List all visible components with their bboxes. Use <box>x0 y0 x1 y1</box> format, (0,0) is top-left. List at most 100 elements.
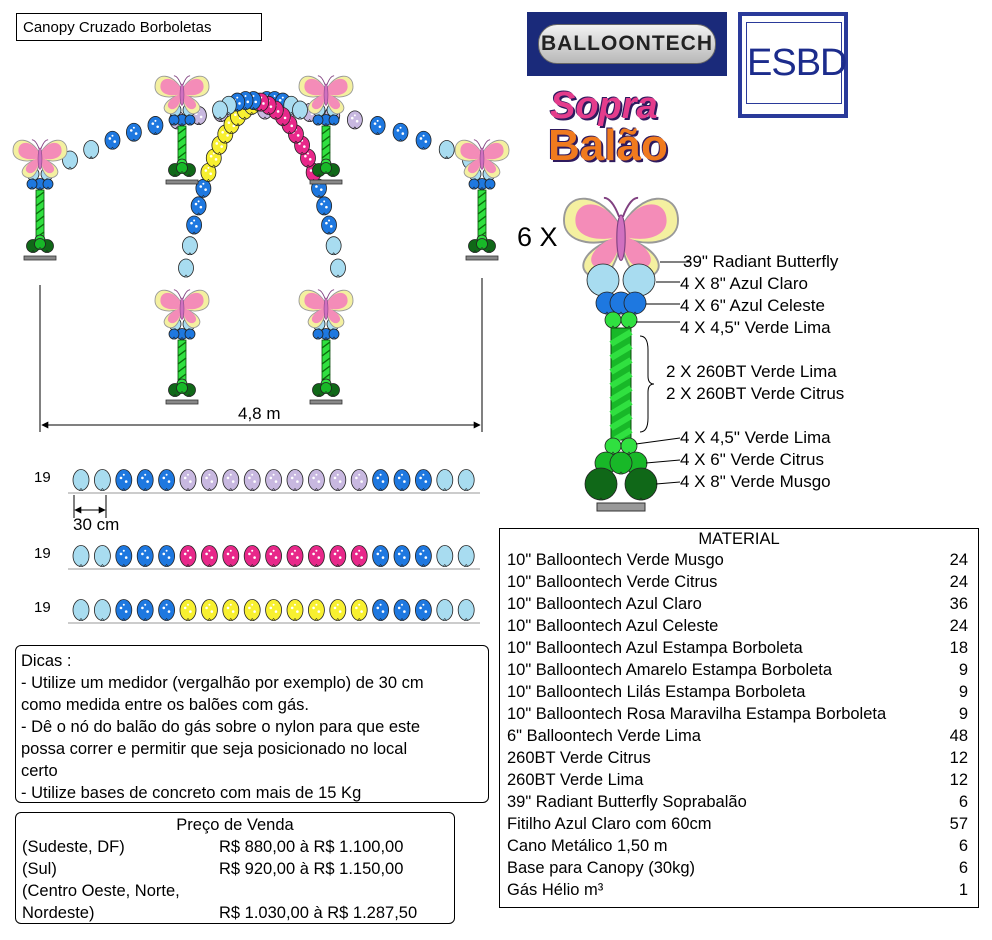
row-balloon <box>115 599 133 621</box>
price-row: Nordeste) R$ 1.030,00 à R$ 1.287,50 <box>16 902 454 924</box>
material-qty: 24 <box>949 551 968 569</box>
balloon <box>468 178 480 190</box>
balloon <box>476 238 488 250</box>
price-value: R$ 1.030,00 à R$ 1.287,50 <box>219 904 418 922</box>
row-balloon <box>200 599 218 621</box>
row-balloon <box>372 545 390 567</box>
butterfly-balloon <box>298 75 354 115</box>
row-balloon <box>286 545 304 567</box>
tips-line: possa correr e permitir que seja posicio… <box>21 740 408 758</box>
canopy-column <box>298 75 354 185</box>
column-label-45-verde-lima-bottom: 4 X 4,5" Verde Lima <box>680 428 831 447</box>
row-balloon <box>307 599 325 621</box>
butterfly-balloon <box>154 75 210 115</box>
balloon <box>176 382 188 394</box>
balloon <box>620 437 638 455</box>
balloon <box>623 291 647 315</box>
butterfly-balloon <box>298 289 354 329</box>
balloon <box>176 162 188 174</box>
balloon <box>328 114 340 126</box>
balloon <box>620 311 638 329</box>
balloon <box>83 140 100 159</box>
leader-line <box>635 437 681 445</box>
row-balloon <box>94 599 111 621</box>
balloon <box>321 215 337 235</box>
column-label-6-azul-celeste: 4 X 6" Azul Celeste <box>680 296 825 315</box>
balloon <box>438 140 455 159</box>
price-box: Preço de Venda (Sudeste, DF) R$ 880,00 à… <box>15 812 455 924</box>
pole-twist <box>609 343 633 361</box>
tips-line: - Utilize um medidor (vergalhão por exem… <box>21 674 424 692</box>
material-name: 260BT Verde Lima <box>507 771 644 789</box>
balloon <box>312 328 324 340</box>
row-balloon <box>115 545 133 567</box>
balloon <box>178 258 194 278</box>
tips-line: como medida entre os balões com gás. <box>21 696 309 714</box>
balloon <box>147 116 164 135</box>
brace <box>639 335 655 433</box>
column-base <box>165 399 199 405</box>
balloon <box>484 178 496 190</box>
row-balloon <box>393 599 411 621</box>
column-label-8-verde-musgo: 4 X 8" Verde Musgo <box>680 472 831 491</box>
row-balloon <box>179 545 197 567</box>
price-value: R$ 880,00 à R$ 1.100,00 <box>219 838 404 856</box>
pole-twist <box>609 413 633 431</box>
butterfly-balloon <box>154 289 210 329</box>
column-label-260-verde-lima: 2 X 260BT Verde Lima <box>666 362 837 381</box>
leader-line <box>645 459 681 464</box>
butterfly-balloon <box>454 139 510 179</box>
tips-line: - Dê o nó do balão do gás sobre o nylon … <box>21 718 421 736</box>
width-dimension <box>39 278 483 432</box>
row-balloon <box>200 469 218 491</box>
price-title: Preço de Venda <box>176 816 294 834</box>
row-balloon <box>436 545 454 567</box>
balloon <box>42 178 54 190</box>
balloon <box>328 328 340 340</box>
price-value: R$ 920,00 à R$ 1.150,00 <box>219 860 404 878</box>
row-balloon <box>372 469 390 491</box>
balloon <box>320 382 332 394</box>
balloon <box>184 328 196 340</box>
balloon <box>168 328 180 340</box>
balloon <box>584 467 618 501</box>
balloon <box>369 116 386 135</box>
tips-line: certo <box>21 762 58 780</box>
balloon <box>26 178 38 190</box>
diagram-title: Canopy Cruzado Borboletas <box>16 13 262 41</box>
pole-twist <box>609 329 633 347</box>
row-balloon <box>136 469 154 491</box>
material-name: 10" Balloontech Amarelo Estampa Borbolet… <box>507 661 833 679</box>
row-balloon <box>94 545 111 567</box>
price-row: (Sudeste, DF) R$ 880,00 à R$ 1.100,00 <box>16 836 454 858</box>
row-balloon <box>393 545 411 567</box>
column-label-8-azul-claro: 4 X 8" Azul Claro <box>680 274 808 293</box>
row-balloon <box>329 599 347 621</box>
material-qty: 9 <box>958 661 968 679</box>
canopy-column <box>454 139 510 261</box>
row-balloon <box>265 599 283 621</box>
column-label-6-verde-citrus: 4 X 6" Verde Citrus <box>680 450 824 469</box>
material-qty: 1 <box>958 881 968 899</box>
material-qty: 36 <box>949 595 968 613</box>
spacing-label: 30 cm <box>73 515 120 534</box>
big-butterfly-balloon <box>563 196 679 279</box>
balloon <box>104 130 121 150</box>
row-balloon <box>158 469 176 491</box>
canopy-column <box>298 289 354 405</box>
balloon <box>604 437 622 455</box>
material-name: 10" Balloontech Verde Musgo <box>507 551 724 569</box>
row-balloon <box>265 545 283 567</box>
row-balloon <box>307 545 325 567</box>
balloon <box>190 196 207 216</box>
material-qty: 9 <box>958 705 968 723</box>
column-base <box>465 255 499 261</box>
soprabalao-logo-bottom: Balão <box>548 121 668 170</box>
soprabalao-logo-top: Sopra <box>550 85 658 127</box>
row-balloon <box>414 469 432 491</box>
